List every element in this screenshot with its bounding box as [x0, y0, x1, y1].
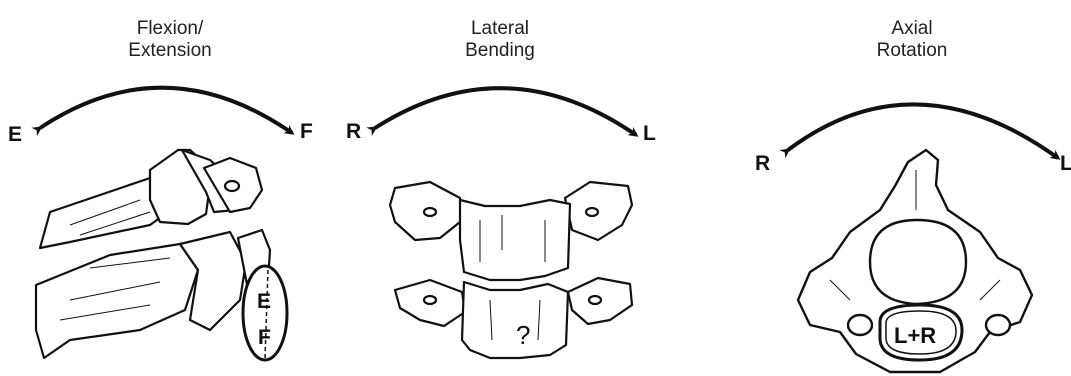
facet-label-f: F: [258, 326, 271, 349]
vertebrae-front-view: [390, 182, 632, 358]
curved-arrow: [788, 104, 1058, 158]
flexion-extension-panel: Flexion/ Extension E F E F: [0, 0, 340, 376]
curved-arrow: [375, 88, 636, 135]
lateral-bending-panel: Lateral Bending R L ?: [340, 0, 680, 376]
cervical-vertebrae-side-view: [36, 150, 270, 358]
axial-center-label: L+R: [894, 323, 936, 348]
lateral-bending-drawing: ?: [340, 0, 680, 376]
lateral-center-label: ?: [516, 320, 530, 350]
facet-label-e: E: [257, 290, 271, 313]
flexion-extension-drawing: E F: [0, 0, 340, 376]
curved-arrow: [40, 88, 292, 133]
axial-rotation-drawing: L+R: [680, 0, 1071, 376]
axial-rotation-panel: Axial Rotation R L L+R: [680, 0, 1071, 376]
